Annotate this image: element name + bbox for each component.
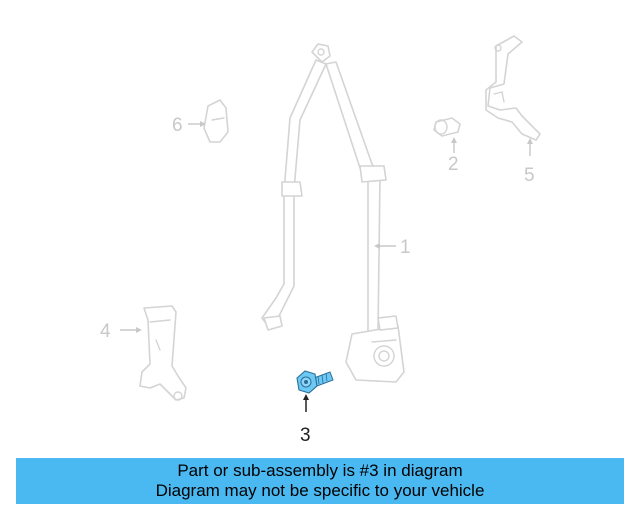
callout-2: 2: [448, 137, 459, 175]
callout-3-label: 3: [300, 425, 311, 446]
callout-4-label: 4: [100, 321, 111, 342]
callout-6-label: 6: [172, 115, 183, 136]
info-banner: Part or sub-assembly is #3 in diagram Di…: [16, 458, 624, 504]
callout-4: 4: [100, 321, 142, 342]
seat-belt-assembly[interactable]: [261, 43, 405, 383]
callout-3: 3: [300, 394, 311, 446]
anchor-bushing[interactable]: [433, 117, 461, 137]
parts-diagram: 1 2 5 6 4: [100, 35, 541, 446]
callout-5: 5: [524, 138, 535, 186]
callout-1: 1: [374, 237, 411, 258]
anchor-bolt[interactable]: [296, 370, 334, 394]
callout-5-label: 5: [524, 165, 535, 186]
callout-6: 6: [172, 115, 206, 136]
banner-line-1: Part or sub-assembly is #3 in diagram: [177, 461, 463, 480]
buckle-assembly[interactable]: [139, 305, 187, 401]
banner-line-2: Diagram may not be specific to your vehi…: [155, 481, 485, 500]
callout-1-label: 1: [400, 237, 411, 258]
height-adjuster[interactable]: [485, 35, 541, 141]
callout-2-label: 2: [448, 154, 459, 175]
cover-cap[interactable]: [203, 99, 229, 143]
